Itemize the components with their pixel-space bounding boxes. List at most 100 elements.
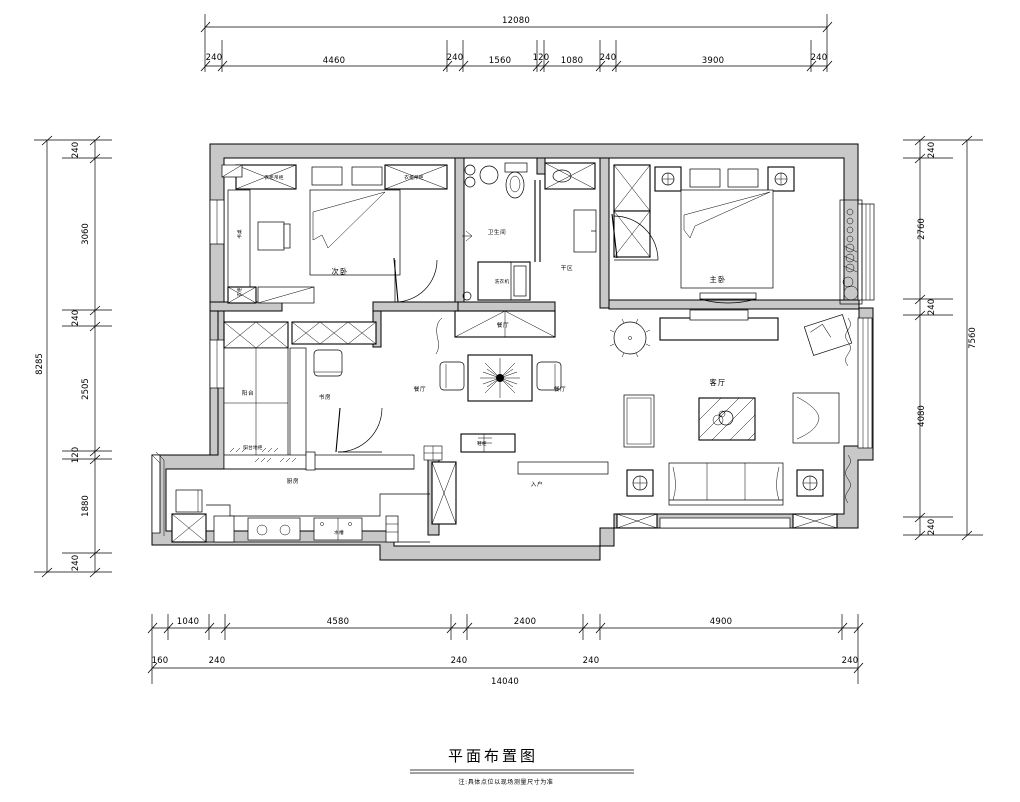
window-balcony-right bbox=[857, 203, 875, 301]
tap-icon bbox=[462, 230, 473, 242]
console-living bbox=[623, 394, 655, 448]
dim-top-seg-1: 4460 bbox=[323, 56, 345, 66]
window-balcony-left bbox=[151, 454, 161, 534]
side-table-left bbox=[626, 469, 654, 497]
headboard-panel-right bbox=[351, 166, 383, 186]
balcony-counter bbox=[289, 347, 307, 457]
dim-right-seg-0: 240 bbox=[927, 142, 937, 158]
room-label-dining-alcove: 餐厅 bbox=[497, 321, 509, 329]
fixture-label-wardrobe-top-right: 衣柜吊柜 bbox=[404, 174, 424, 181]
title-block: 平面布置图 注:具体点位以现场测量尺寸为准 bbox=[410, 747, 634, 786]
window-living-right bbox=[857, 317, 873, 449]
tv-cabinet-living bbox=[659, 309, 779, 341]
dim-bottom-upper-0: 1040 bbox=[177, 617, 199, 627]
entry-floor-strip bbox=[517, 461, 609, 475]
nightstand-right bbox=[767, 166, 795, 192]
shoe-cabinet bbox=[460, 433, 516, 453]
room-label-master-bedroom: 主卧 bbox=[710, 275, 727, 284]
entry-door-panel bbox=[431, 461, 457, 525]
desk-secondary bbox=[227, 189, 291, 303]
room-label-bathroom: 卫生间 bbox=[488, 228, 507, 236]
room-entry: 入户 鞋柜 bbox=[423, 433, 609, 525]
dim-right-overall: 7560 bbox=[968, 327, 978, 349]
dim-top-seg-0: 240 bbox=[206, 53, 223, 63]
armchair-living bbox=[803, 314, 853, 356]
wardrobe-secondary-left bbox=[235, 164, 297, 190]
pendant-line bbox=[435, 317, 443, 355]
fixture-label-wardrobe-top-left: 衣柜吊柜 bbox=[264, 174, 284, 181]
window-sill-living bbox=[659, 517, 791, 529]
door-study bbox=[335, 407, 383, 453]
sofa-living bbox=[668, 462, 784, 506]
kitchen-outer-frame bbox=[151, 451, 165, 536]
room-label-dining-2: 餐厅 bbox=[554, 385, 566, 393]
fixture-label-cabinet-side: 衣柜 bbox=[236, 287, 243, 297]
room-dining: 餐厅 餐厅 餐厅 bbox=[414, 310, 566, 402]
tv-bench-master bbox=[699, 292, 757, 304]
vanity-dry-area bbox=[544, 162, 596, 190]
headboard-panel-left bbox=[311, 166, 343, 186]
balcony-outlets bbox=[229, 447, 279, 453]
drawing-subtitle: 注:具体点位以现场测量尺寸为准 bbox=[458, 778, 553, 786]
coffee-table-living bbox=[698, 397, 756, 441]
kitchen-tall-cabinet bbox=[171, 513, 207, 543]
dim-bottom-lower-3: 240 bbox=[583, 656, 600, 666]
kitchen-cabinet-small bbox=[213, 515, 235, 543]
fixture-label-desk-side: 书桌 bbox=[236, 229, 243, 239]
wardrobe-secondary-right bbox=[384, 164, 448, 190]
dim-top-seg-3: 1560 bbox=[489, 56, 511, 66]
fixture-label-sink: 水槽 bbox=[334, 529, 344, 536]
fixture-label-shoe-cabinet: 鞋柜 bbox=[477, 440, 487, 447]
sink-bathroom bbox=[464, 164, 476, 188]
dim-bottom-upper-2: 2400 bbox=[514, 617, 536, 627]
room-living: 客厅 bbox=[609, 309, 853, 529]
dim-left-seg-0: 240 bbox=[71, 142, 81, 158]
kitchen-hob bbox=[247, 517, 301, 541]
dim-left-overall: 8285 bbox=[35, 353, 45, 375]
study-chair bbox=[313, 349, 343, 377]
left-dimension-chain: 8285 240 3060 240 2505 120 1880 240 bbox=[34, 135, 112, 578]
door-secondary-bedroom bbox=[393, 257, 438, 303]
curtain-living bbox=[845, 317, 851, 504]
dim-top-seg-7: 3900 bbox=[702, 56, 724, 66]
kitchen-sink bbox=[313, 517, 363, 541]
shower-glass-door bbox=[534, 180, 541, 262]
dim-top-overall: 12080 bbox=[502, 16, 530, 26]
study-overhead-cabinets bbox=[291, 321, 377, 345]
dim-left-seg-2: 240 bbox=[71, 310, 81, 326]
refrigerator bbox=[175, 489, 203, 513]
cabinet-secondary-lower bbox=[227, 286, 315, 304]
bed-master bbox=[680, 189, 774, 289]
dim-right-seg-3: 4080 bbox=[917, 405, 927, 427]
washing-machine-unit bbox=[477, 261, 531, 301]
bed-secondary bbox=[309, 189, 401, 276]
lounge-chair-living bbox=[792, 392, 840, 444]
dim-top-seg-2: 240 bbox=[447, 53, 464, 63]
headboard-master-left bbox=[689, 168, 721, 188]
room-label-living: 客厅 bbox=[710, 378, 727, 387]
cooktop-upper bbox=[254, 457, 297, 463]
dim-top-seg-5: 1080 bbox=[561, 56, 583, 66]
dim-left-seg-1: 3060 bbox=[81, 223, 91, 245]
window-left-upper bbox=[209, 199, 225, 245]
dim-bottom-lower-0: 160 bbox=[152, 656, 169, 666]
fixture-label-washing-machine: 洗衣机 bbox=[495, 278, 510, 285]
bottom-dimension-chain: 1040 4580 2400 4900 160 240 240 240 240 … bbox=[147, 614, 864, 687]
toilet bbox=[504, 162, 528, 199]
room-label-kitchen: 厨房 bbox=[287, 477, 299, 485]
nightstand-left bbox=[654, 166, 682, 192]
window-living-bottom-left bbox=[616, 513, 658, 529]
side-table-right bbox=[796, 469, 824, 497]
shelf-secondary bbox=[221, 164, 243, 178]
balcony-right-planting bbox=[839, 199, 863, 305]
room-label-dining-1: 餐厅 bbox=[414, 385, 426, 393]
room-label-dry-area: 干区 bbox=[561, 265, 573, 272]
round-table-living bbox=[609, 318, 651, 358]
dim-bottom-lower-1: 240 bbox=[209, 656, 226, 666]
room-label-secondary-bedroom: 次卧 bbox=[332, 267, 349, 276]
dim-bottom-lower-2: 240 bbox=[451, 656, 468, 666]
wardrobe-master bbox=[613, 164, 651, 258]
room-secondary-bedroom: 次卧 衣柜吊柜 衣柜吊柜 书桌 衣柜 bbox=[221, 164, 448, 304]
